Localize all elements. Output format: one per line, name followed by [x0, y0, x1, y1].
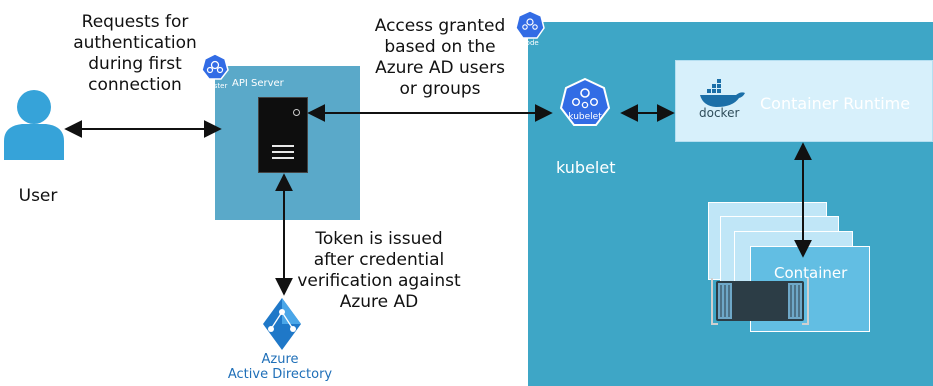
master-badge-label: master — [203, 82, 228, 90]
kubelet-icon-label: kubelet — [568, 112, 602, 122]
access-granted-note: Access granted based on the Azure AD use… — [374, 16, 506, 99]
docker-label: docker — [699, 106, 740, 120]
azure-ad-label: Azure Active Directory — [227, 352, 333, 382]
token-issued-note: Token is issued after credential verific… — [297, 229, 461, 312]
container-label: Container — [774, 264, 848, 282]
container-runtime-label: Container Runtime — [760, 94, 911, 113]
azure-ad-icon — [263, 298, 301, 350]
node-badge-label: node — [521, 39, 538, 47]
kubelet-icon — [559, 77, 611, 126]
master-badge-icon — [201, 53, 229, 80]
kubelet-label: kubelet — [556, 158, 616, 177]
node-badge-icon — [515, 10, 545, 39]
user-icon — [4, 90, 64, 160]
user-label: User — [18, 186, 58, 206]
auth-request-note: Requests for authentication during first… — [73, 12, 197, 95]
server-icon — [258, 97, 308, 173]
api-server-label: API Server — [232, 78, 284, 89]
docker-icon — [700, 79, 745, 107]
pod-icon — [711, 278, 809, 325]
